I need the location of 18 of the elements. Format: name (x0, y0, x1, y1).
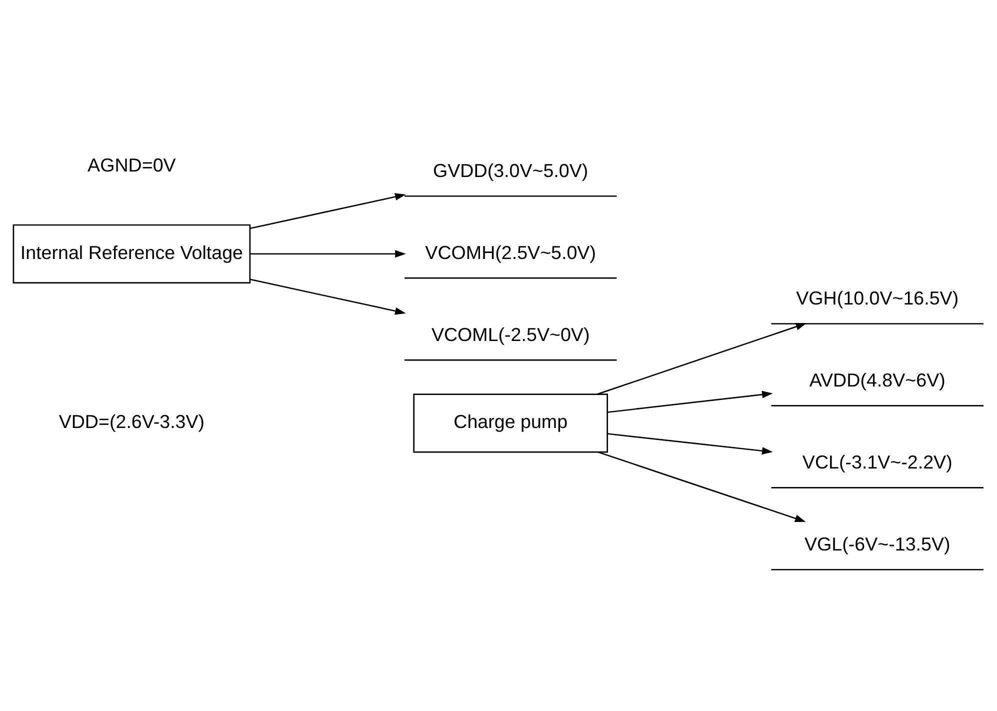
arrow (598, 451, 806, 522)
node-text: VCOML(-2.5V~0V) (431, 323, 590, 344)
arrow (608, 390, 773, 412)
arrow (608, 432, 773, 454)
node-text: GVDD(3.0V~5.0V) (433, 159, 588, 180)
label: VDD=(2.6V-3.3V) (58, 410, 205, 432)
arrow (597, 322, 807, 394)
node-box: Internal Reference Voltage (12, 224, 251, 283)
arrow (250, 250, 406, 258)
node-text: VGL(-6V~-13.5V) (804, 532, 950, 554)
arrow (250, 192, 406, 229)
node-text: VGH(10.0V~16.5V) (796, 287, 959, 308)
label: AGND=0V (88, 154, 176, 176)
arrow (250, 278, 406, 314)
node-text: AVDD(4.8V~6V) (809, 369, 946, 390)
node-text: VCOMH(2.5V~5.0V) (425, 241, 596, 262)
node-text: VCL(-3.1V~-2.2V) (802, 450, 952, 472)
node-box: Charge pump (413, 393, 608, 452)
